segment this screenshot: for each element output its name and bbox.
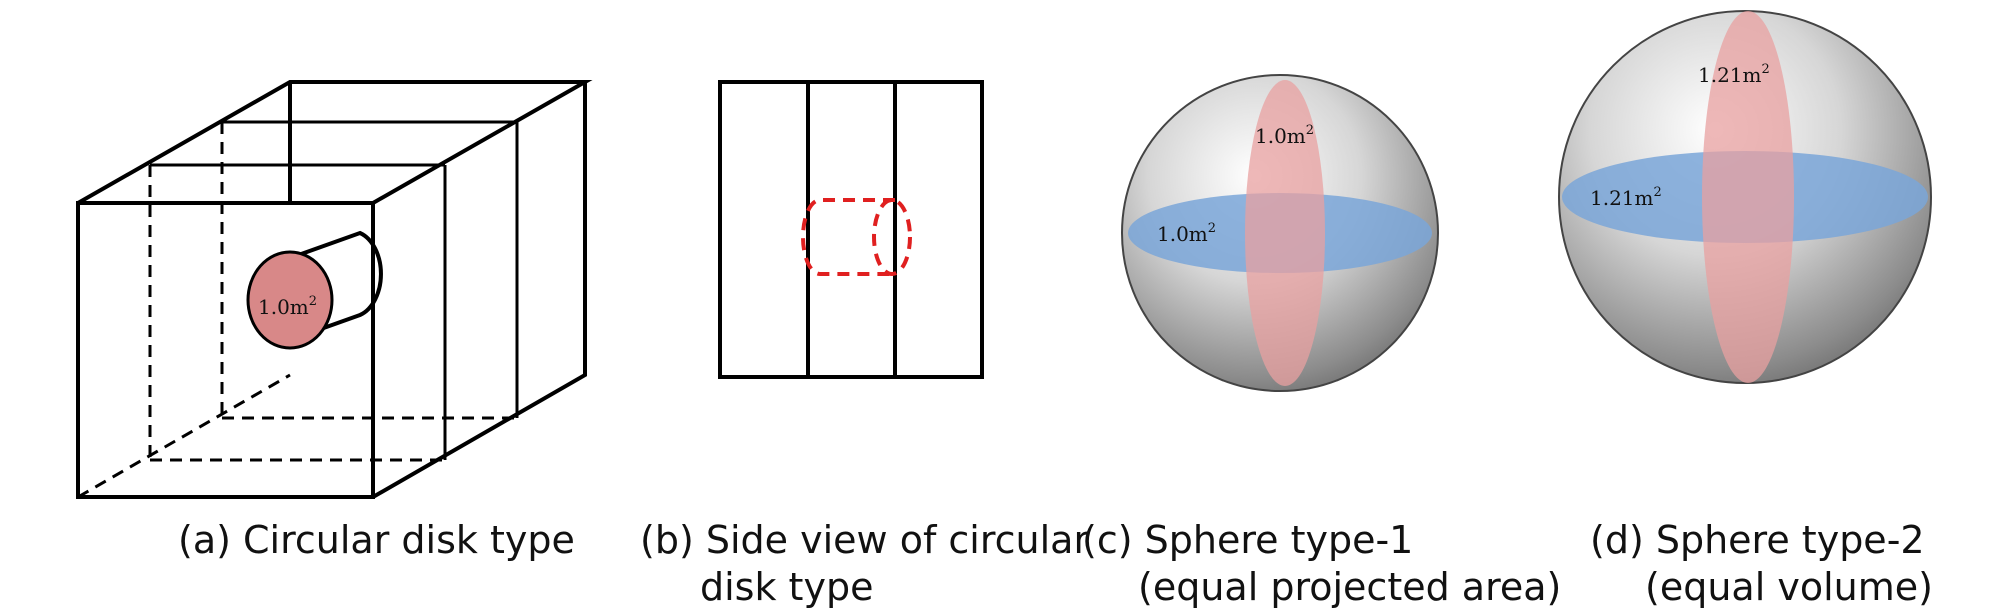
panel-c-diagram — [1121, 74, 1439, 392]
caption-b-line2: disk type — [700, 565, 873, 609]
front-box — [76, 80, 593, 499]
caption-c-line2: (equal projected area) — [1138, 565, 1561, 609]
side-view-disk-dashed — [801, 198, 912, 276]
back-box-dashed — [77, 122, 517, 499]
panel-d-diagram — [1558, 10, 1932, 384]
panel-a-diagram — [76, 80, 593, 499]
sphere-2-vertical-section — [1702, 11, 1794, 383]
caption-a: (a) Circular disk type — [178, 518, 575, 562]
panel-b-diagram — [718, 80, 984, 379]
sphere-2-vertical-label: 1.21m2 — [1698, 62, 1770, 87]
disk-area-label: 1.0m2 — [258, 294, 317, 319]
caption-d-line1: (d) Sphere type-2 — [1590, 518, 1925, 562]
sphere-2-horizontal-label: 1.21m2 — [1590, 185, 1662, 210]
sphere-1-horizontal-label: 1.0m2 — [1157, 221, 1216, 246]
sphere-1-vertical-section — [1245, 80, 1325, 386]
sphere-1-vertical-label: 1.0m2 — [1255, 123, 1314, 148]
caption-d-line2: (equal volume) — [1645, 565, 1933, 609]
caption-b-line1: (b) Side view of circular — [640, 518, 1089, 562]
disk-cylinder — [246, 230, 383, 350]
back-box-solid — [150, 120, 519, 460]
circular-disk — [246, 250, 334, 350]
caption-c-line1: (c) Sphere type-1 — [1082, 518, 1413, 562]
